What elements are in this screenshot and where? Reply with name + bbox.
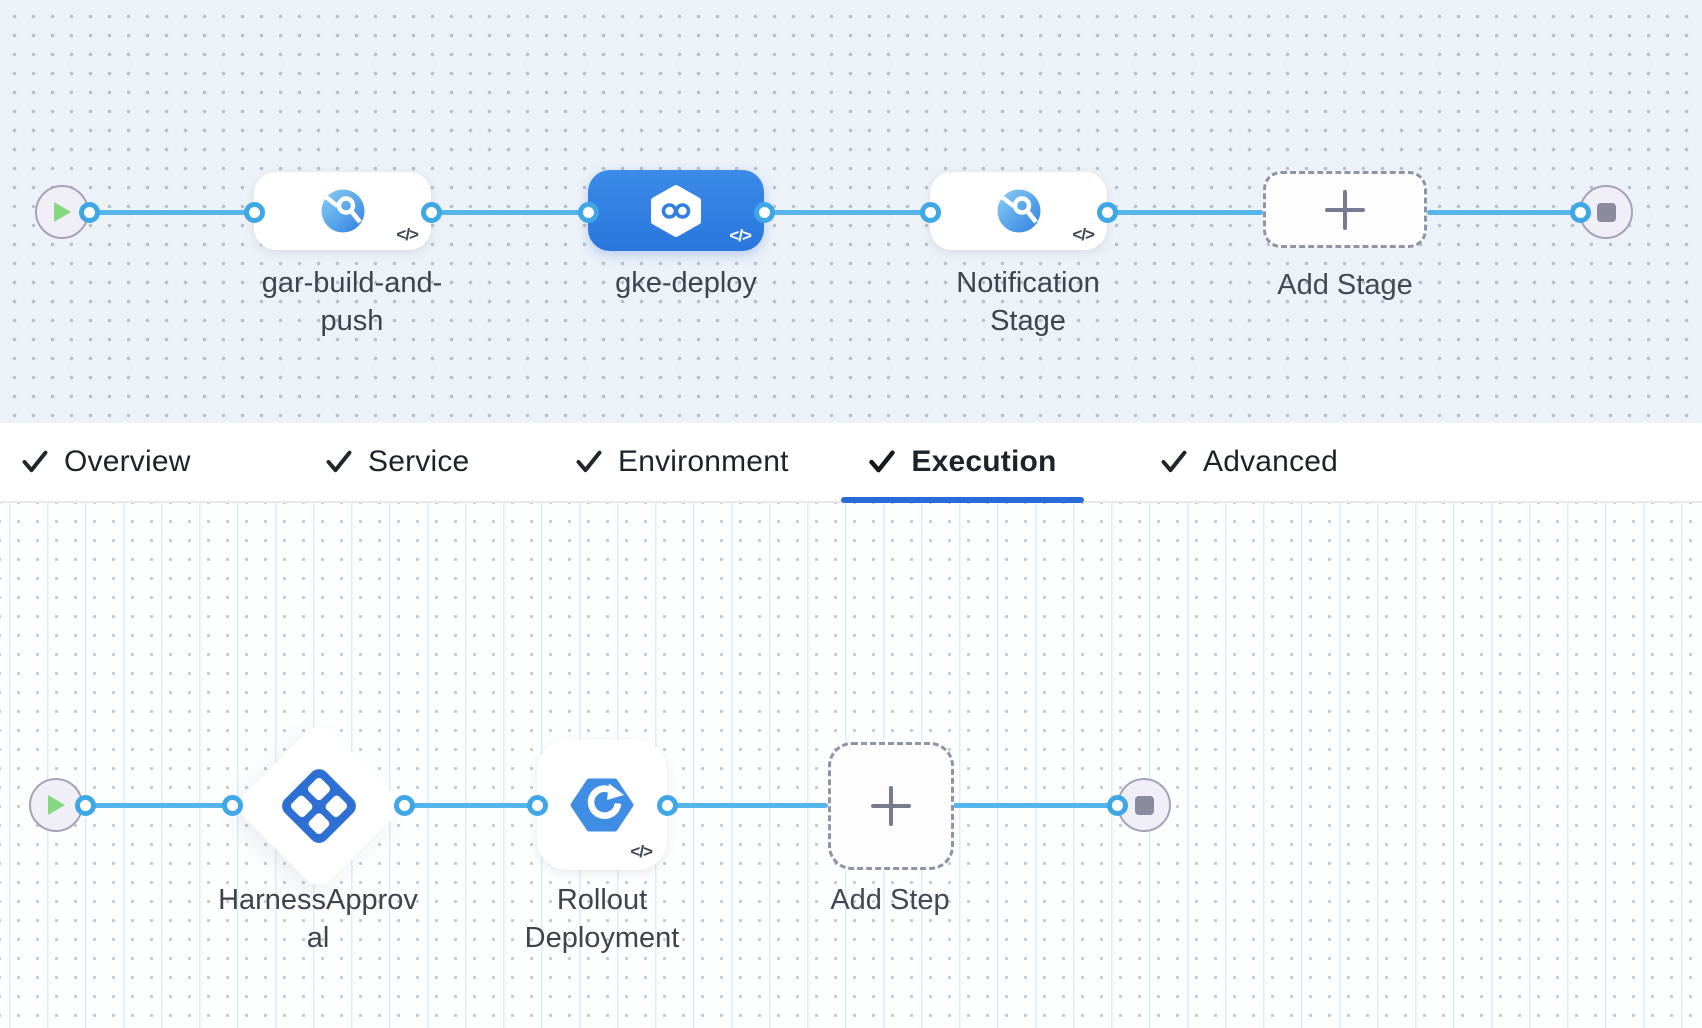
add-stage-label[interactable]: Add Stage [1277,269,1413,301]
tab-overview[interactable]: Overview [21,423,191,501]
connector-port[interactable] [527,795,548,816]
stop-icon [1134,795,1154,815]
active-tab-underline [841,497,1084,503]
connector-port[interactable] [394,795,415,816]
connector-wire [89,210,254,215]
add-step-button[interactable] [828,742,954,870]
connector-port[interactable] [75,795,96,816]
add-stage-button[interactable] [1263,171,1427,248]
connector-port[interactable] [920,202,941,223]
connector-port[interactable] [578,202,599,223]
connector-wire [404,803,537,808]
rollout-deployment-icon [570,778,634,832]
connector-wire [85,803,232,808]
step-node-rollout-deployment[interactable]: </> [537,740,667,870]
yaml-code-icon[interactable]: </> [729,226,752,245]
harness-cd-icon [651,184,701,237]
step-node-harness-approval[interactable] [232,719,406,893]
tab-service[interactable]: Service [325,423,469,501]
stage-node-gar-build-and-push[interactable]: </> [254,172,431,250]
play-icon [54,202,71,222]
connector-port[interactable] [1570,202,1591,223]
connector-port[interactable] [421,202,442,223]
connector-port[interactable] [244,202,265,223]
connector-wire [1107,210,1263,215]
stage-label[interactable]: gke-deploy [615,267,757,299]
check-icon [1161,450,1187,473]
stage-node-gke-deploy[interactable]: </> [588,170,764,251]
check-icon [576,450,602,473]
connector-port[interactable] [1097,202,1118,223]
yaml-code-icon[interactable]: </> [396,225,419,244]
play-icon [48,795,65,815]
step-label[interactable]: Rollout Deployment [524,884,680,954]
stage-node-notification-stage[interactable]: </> [930,172,1107,250]
check-icon [326,450,352,473]
plus-icon [871,786,911,826]
custom-stage-icon [321,189,364,233]
stage-canvas[interactable]: </> </> </> [0,0,1702,423]
connector-wire [953,803,1117,808]
connector-port[interactable] [222,795,243,816]
connector-port[interactable] [1107,795,1128,816]
tab-execution[interactable]: Execution [841,423,1084,503]
connector-port[interactable] [79,202,100,223]
step-label[interactable]: HarnessApprov al [218,884,418,954]
check-icon [22,450,48,473]
connector-wire [431,210,588,215]
tab-environment[interactable]: Environment [575,423,789,501]
connector-wire [667,803,828,808]
connector-wire [1427,210,1580,215]
connector-wire [764,210,930,215]
stop-icon [1596,202,1616,222]
stage-label[interactable]: gar-build-and- push [261,267,443,337]
yaml-code-icon[interactable]: </> [630,842,653,861]
check-icon [869,450,896,473]
execution-canvas[interactable]: </> HarnessApprov al Rollout Deployment … [0,503,1702,1028]
stage-label[interactable]: Notification Stage [956,267,1100,337]
yaml-code-icon[interactable]: </> [1072,225,1095,244]
connector-port[interactable] [657,795,678,816]
stage-config-tabbar: Overview Service Environment Execution A… [0,423,1702,503]
connector-port[interactable] [754,202,775,223]
add-step-label[interactable]: Add Step [830,884,950,916]
custom-stage-icon [997,189,1040,233]
approval-icon [258,745,380,867]
tab-advanced[interactable]: Advanced [1160,423,1338,501]
plus-icon [1325,189,1365,230]
